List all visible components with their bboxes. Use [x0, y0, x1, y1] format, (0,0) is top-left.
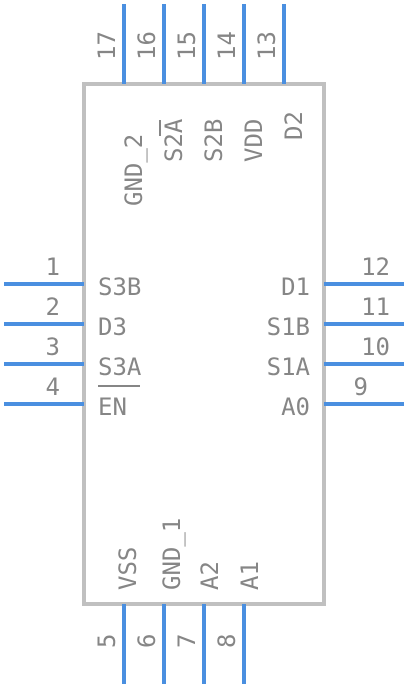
- pin-number-1: 1: [46, 253, 60, 281]
- pin-name-9: A0: [281, 393, 310, 421]
- pin-number-2: 2: [46, 293, 60, 321]
- pin-name-15: S2B: [200, 119, 228, 162]
- pin-name-10: S1A: [267, 353, 311, 381]
- pin-name-16: S2A: [160, 118, 188, 162]
- pin-name-17: GND_2: [120, 134, 148, 206]
- pin-name-5: VSS: [114, 547, 142, 590]
- pin-name-8: A1: [236, 561, 264, 590]
- pin-number-4: 4: [46, 373, 60, 401]
- pin-number-15: 15: [173, 31, 201, 60]
- pin-name-6: GND_1: [158, 518, 186, 590]
- pin-number-7: 7: [173, 634, 201, 648]
- pin-name-4: EN: [98, 393, 127, 421]
- pin-number-8: 8: [213, 634, 241, 648]
- pin-name-11: S1B: [267, 313, 310, 341]
- pin-name-12: D1: [281, 273, 310, 301]
- pin-number-9: 9: [354, 373, 368, 401]
- pin-number-5: 5: [93, 634, 121, 648]
- pin-number-12: 12: [361, 253, 390, 281]
- pin-number-16: 16: [133, 31, 161, 60]
- pin-number-14: 14: [213, 31, 241, 60]
- pin-number-11: 11: [361, 293, 390, 321]
- pin-number-10: 10: [361, 333, 390, 361]
- pin-name-13: D2: [280, 111, 308, 140]
- pin-number-3: 3: [46, 333, 60, 361]
- pin-name-2: D3: [98, 313, 127, 341]
- pin-number-13: 13: [253, 31, 281, 60]
- pin-number-6: 6: [133, 634, 161, 648]
- pin-number-17: 17: [93, 31, 121, 60]
- pin-name-7: A2: [196, 561, 224, 590]
- pin-name-1: S3B: [98, 273, 141, 301]
- pin-name-14: VDD: [240, 119, 268, 162]
- pin-name-3: S3A: [98, 353, 142, 381]
